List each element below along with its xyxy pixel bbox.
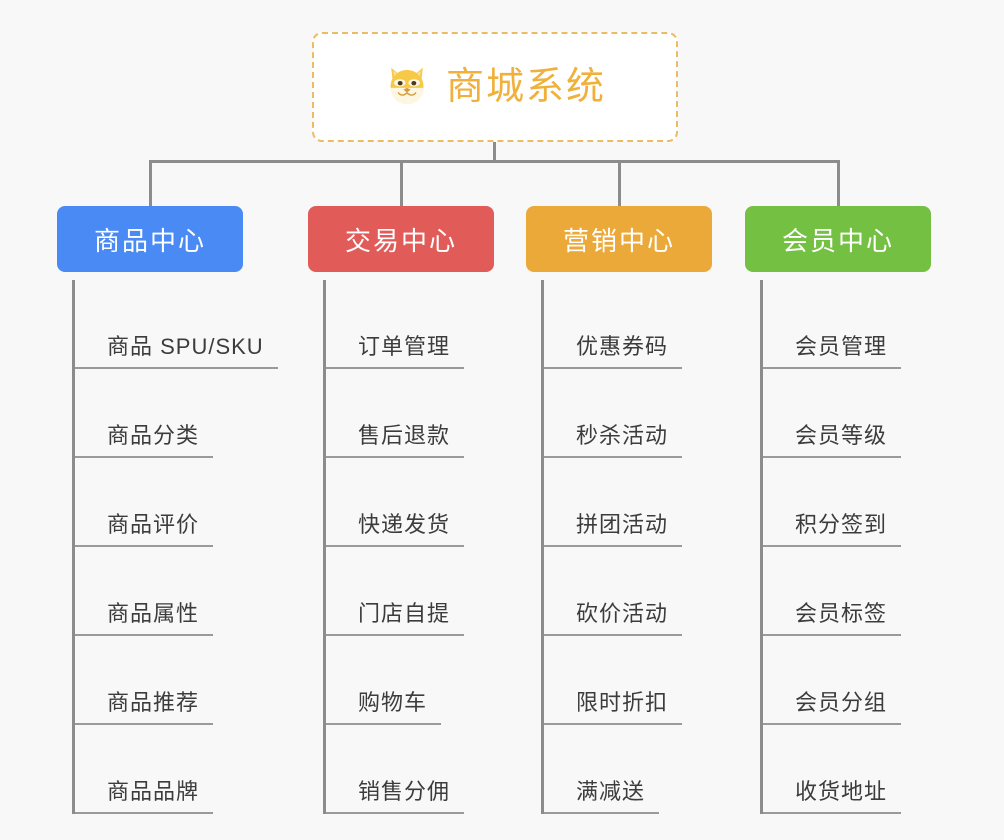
leaf-item[interactable]: 订单管理	[326, 280, 465, 369]
category-label-2: 交易中心	[344, 225, 457, 256]
leaf-item[interactable]: 销售分佣	[326, 725, 465, 814]
leaf-item-label: 满减送	[544, 774, 660, 814]
leaf-item-label: 拼团活动	[544, 507, 683, 547]
shiba-dog-icon	[384, 62, 430, 113]
leaf-item[interactable]: 快递发货	[326, 458, 465, 547]
leaf-item[interactable]: 拼团活动	[544, 458, 683, 547]
leaf-item[interactable]: 会员标签	[763, 547, 902, 636]
leaf-item[interactable]: 限时折扣	[544, 636, 683, 725]
leaf-item-label: 会员标签	[763, 596, 902, 636]
category-label-4: 会员中心	[781, 225, 894, 256]
leaf-item-label: 会员等级	[763, 418, 902, 458]
leaf-item-label: 订单管理	[326, 329, 465, 369]
connector-root-stem	[493, 142, 496, 162]
leaf-item-label: 收货地址	[763, 774, 902, 814]
leaf-item-label: 砍价活动	[544, 596, 683, 636]
leaf-item-label: 限时折扣	[544, 685, 683, 725]
connector-drop-1	[149, 160, 152, 206]
leaf-item-label: 商品分类	[75, 418, 214, 458]
root-node-shop-system[interactable]: 商城系统	[312, 32, 678, 142]
connector-drop-4	[837, 160, 840, 206]
leaf-item[interactable]: 商品 SPU/SKU	[75, 280, 278, 369]
leaf-item[interactable]: 砍价活动	[544, 547, 683, 636]
leaf-item[interactable]: 满减送	[544, 725, 682, 814]
leaf-item-label: 门店自提	[326, 596, 465, 636]
leaf-item[interactable]: 会员分组	[763, 636, 902, 725]
leaf-item-label: 秒杀活动	[544, 418, 683, 458]
leaf-item-label: 快递发货	[326, 507, 465, 547]
leaf-item-label: 会员管理	[763, 329, 902, 369]
leaf-item-label: 会员分组	[763, 685, 902, 725]
leaf-item[interactable]: 收货地址	[763, 725, 902, 814]
leaf-item-label: 商品推荐	[75, 685, 214, 725]
leaf-item[interactable]: 购物车	[326, 636, 464, 725]
leaf-item-label: 商品品牌	[75, 774, 214, 814]
leaf-item[interactable]: 优惠券码	[544, 280, 683, 369]
leaf-item[interactable]: 商品推荐	[75, 636, 278, 725]
connector-drop-2	[400, 160, 403, 206]
leaf-item[interactable]: 商品分类	[75, 369, 278, 458]
leaf-item-label: 商品属性	[75, 596, 214, 636]
leaf-item-label: 积分签到	[763, 507, 902, 547]
connector-drop-3	[618, 160, 621, 206]
leaf-item[interactable]: 商品属性	[75, 547, 278, 636]
leaf-item-label: 商品评价	[75, 507, 214, 547]
leaf-column-2: 订单管理售后退款快递发货门店自提购物车销售分佣	[323, 280, 465, 814]
category-box-2[interactable]: 交易中心	[308, 206, 494, 272]
leaf-item[interactable]: 商品评价	[75, 458, 278, 547]
category-box-4[interactable]: 会员中心	[745, 206, 931, 272]
category-box-1[interactable]: 商品中心	[57, 206, 243, 272]
leaf-item-label: 商品 SPU/SKU	[75, 329, 278, 369]
leaf-item[interactable]: 会员等级	[763, 369, 902, 458]
leaf-item-label: 购物车	[326, 685, 442, 725]
leaf-item-label: 售后退款	[326, 418, 465, 458]
leaf-item[interactable]: 商品品牌	[75, 725, 278, 814]
leaf-item[interactable]: 秒杀活动	[544, 369, 683, 458]
leaf-item[interactable]: 会员管理	[763, 280, 902, 369]
category-label-3: 营销中心	[562, 225, 675, 256]
leaf-item-label: 优惠券码	[544, 329, 683, 369]
leaf-item-label: 销售分佣	[326, 774, 465, 814]
category-label-1: 商品中心	[93, 225, 206, 256]
leaf-item[interactable]: 售后退款	[326, 369, 465, 458]
leaf-column-3: 优惠券码秒杀活动拼团活动砍价活动限时折扣满减送	[541, 280, 683, 814]
leaf-column-1: 商品 SPU/SKU 商品分类商品评价商品属性商品推荐商品品牌	[72, 280, 278, 814]
connector-horizontal-bus	[150, 160, 840, 163]
leaf-column-4: 会员管理会员等级积分签到会员标签会员分组收货地址	[760, 280, 902, 814]
category-box-3[interactable]: 营销中心	[526, 206, 712, 272]
leaf-item[interactable]: 积分签到	[763, 458, 902, 547]
root-title: 商城系统	[445, 66, 606, 108]
leaf-item[interactable]: 门店自提	[326, 547, 465, 636]
